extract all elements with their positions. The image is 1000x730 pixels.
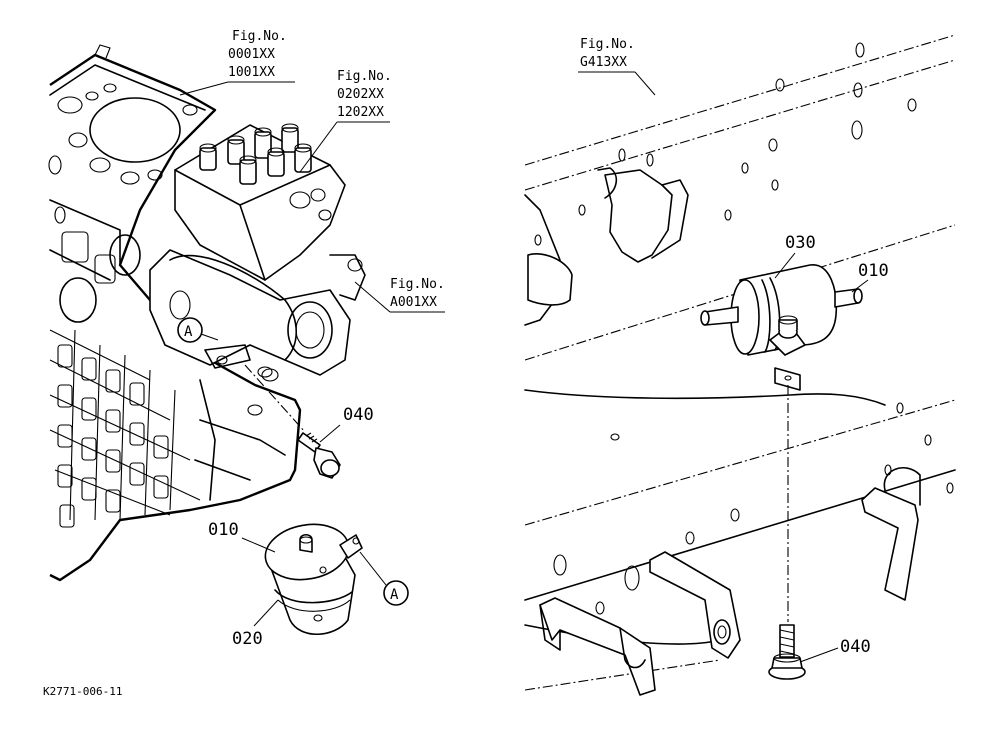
drawing-code: K2771-006-11 (43, 685, 122, 698)
svg-text:0202XX: 0202XX (337, 87, 384, 102)
fig-ref-label: Fig.No. (390, 277, 445, 292)
fuel-filter-right: 030 010 (700, 233, 889, 356)
fig-ref-code: 1202XX (337, 105, 384, 120)
fig-ref-frame: Fig.No. G413XX (578, 37, 656, 96)
fig-ref-pump: Fig.No. 0202XX 1202XX (299, 69, 392, 173)
part-number: 040 (840, 637, 871, 657)
svg-text:A001XX: A001XX (390, 295, 437, 310)
svg-text:Fig.No.: Fig.No. (232, 29, 287, 44)
fig-ref-code: 1001XX (228, 65, 275, 80)
callout-letter: A (184, 324, 193, 340)
engine-block (48, 44, 302, 582)
fig-ref-gear-case: Fig.No. A001XX (354, 277, 445, 313)
svg-text:1001XX: 1001XX (228, 65, 275, 80)
svg-text:010: 010 (858, 261, 889, 281)
callout-letter: A (390, 587, 399, 603)
bolt-040-left: 040 (244, 364, 374, 479)
callout-a-block: A (177, 317, 219, 343)
svg-text:020: 020 (232, 629, 263, 649)
svg-text:A: A (390, 587, 399, 603)
svg-text:Fig.No.: Fig.No. (337, 69, 392, 84)
svg-text:G413XX: G413XX (580, 55, 627, 70)
svg-text:040: 040 (840, 637, 871, 657)
mount-tab (774, 367, 801, 622)
fuel-filter-left: 010 020 (208, 520, 363, 649)
part-number: 010 (858, 261, 889, 281)
bolt-040-right: 040 (768, 624, 871, 680)
svg-text:030: 030 (785, 233, 816, 253)
part-number: 020 (232, 629, 263, 649)
fig-ref-label: Fig.No. (337, 69, 392, 84)
fig-ref-label: Fig.No. (232, 29, 287, 44)
part-number: 030 (785, 233, 816, 253)
part-number: 040 (343, 405, 374, 425)
svg-text:Fig.No.: Fig.No. (390, 277, 445, 292)
fig-ref-engine: Fig.No. 0001XX 1001XX (179, 29, 295, 96)
svg-text:1202XX: 1202XX (337, 105, 384, 120)
fig-ref-code: A001XX (390, 295, 437, 310)
injection-pump (149, 123, 366, 378)
chassis-frame (524, 34, 956, 696)
part-number: 010 (208, 520, 239, 540)
svg-text:Fig.No.: Fig.No. (580, 37, 635, 52)
fig-ref-label: Fig.No. (580, 37, 635, 52)
svg-text:010: 010 (208, 520, 239, 540)
callout-a-filter: A (359, 551, 409, 606)
svg-text:A: A (184, 324, 193, 340)
fig-ref-code: G413XX (580, 55, 627, 70)
fig-ref-code: 0202XX (337, 87, 384, 102)
svg-text:040: 040 (343, 405, 374, 425)
svg-text:0001XX: 0001XX (228, 47, 275, 62)
fig-ref-code: 0001XX (228, 47, 275, 62)
